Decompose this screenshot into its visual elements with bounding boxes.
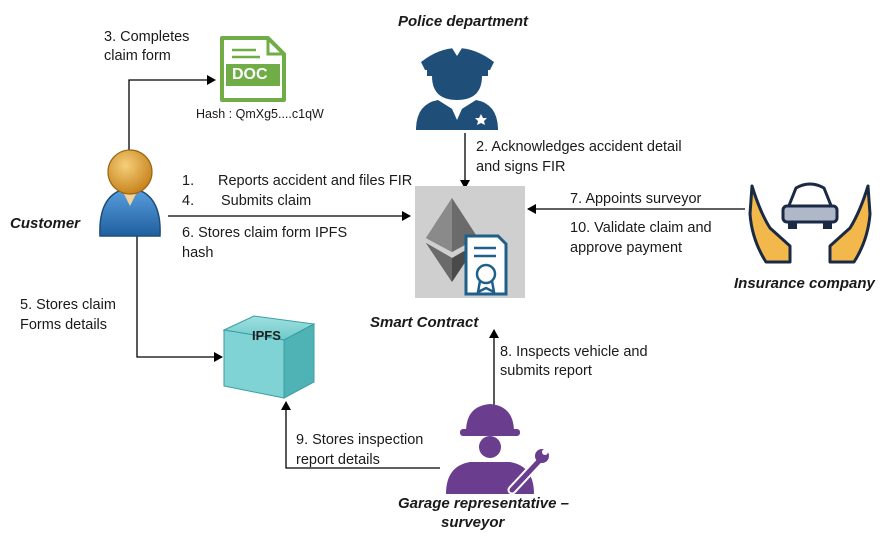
step-5-line2: Forms details — [20, 317, 108, 333]
smart-contract-label: Smart Contract — [370, 314, 479, 331]
customer-label: Customer — [10, 215, 81, 232]
arrow-customer-to-ipfs — [136, 236, 223, 362]
customer-icon — [99, 149, 161, 237]
step-2-line2: and signs FIR — [476, 159, 566, 175]
step-10-line2: approve payment — [570, 240, 683, 256]
surveyor-label-line2: surveyor — [441, 514, 505, 531]
step-2-line1: 2. Acknowledges accident detail — [476, 139, 682, 155]
insurance-company-label: Insurance company — [734, 275, 875, 292]
step-10-line1: 10. Validate claim and — [570, 220, 712, 236]
step-9-line1: 9. Stores inspection — [296, 432, 424, 448]
police-department-label: Police department — [398, 13, 529, 30]
step-4-text: Submits claim — [221, 193, 312, 209]
arrow-surveyor-to-ipfs — [281, 401, 440, 469]
step-9-line2: report details — [296, 452, 380, 468]
step-6-line2: hash — [182, 245, 214, 261]
step-5-line1: 5. Stores claim — [20, 297, 116, 313]
document-hash: Hash : QmXg5....c1qW — [196, 107, 324, 121]
ipfs-icon-label: IPFS — [252, 328, 281, 343]
police-officer-icon — [416, 42, 498, 130]
surveyor-worker-icon — [446, 404, 549, 495]
step-1-text: Reports accident and files FIR — [218, 173, 413, 189]
step-6-line1: 6. Stores claim form IPFS — [182, 225, 348, 241]
insurance-hands-car-icon — [748, 182, 872, 264]
doc-icon-label: DOC — [232, 66, 268, 83]
surveyor-label-line1: Garage representative – — [398, 495, 569, 512]
step-1-number: 1. — [182, 173, 195, 189]
document-icon — [220, 36, 286, 102]
step-8-line2: submits report — [500, 363, 592, 379]
step-7: 7. Appoints surveyor — [570, 191, 702, 207]
step-4-number: 4. — [182, 193, 195, 209]
ipfs-cube-icon — [222, 315, 316, 399]
step-8-line1: 8. Inspects vehicle and — [500, 344, 648, 360]
step-3-line2: claim form — [104, 48, 171, 64]
smart-contract-icon — [415, 186, 525, 298]
arrow-customer-to-doc — [128, 75, 216, 150]
step-3-line1: 3. Completes — [104, 29, 190, 45]
